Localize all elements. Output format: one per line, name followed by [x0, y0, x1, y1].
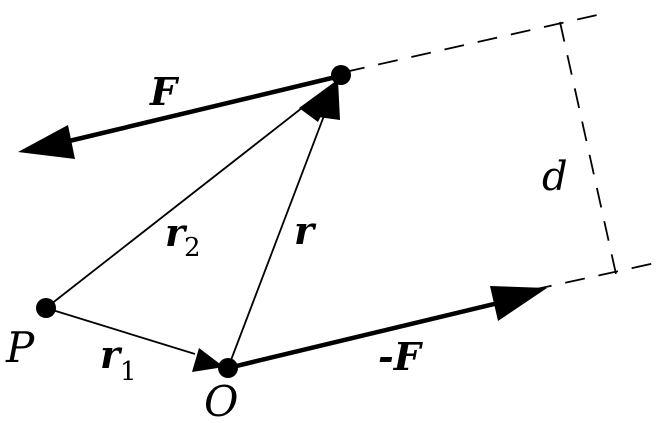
dashed-line-bottom	[531, 261, 661, 291]
label-point-o: O	[204, 377, 238, 423]
vector-r1-arrowhead	[192, 348, 224, 372]
label-distance: d	[542, 154, 568, 200]
force-top-arrowhead	[18, 125, 75, 159]
label-vector-r2: r 2	[165, 210, 201, 263]
label-vector-r1-sub: 1	[120, 357, 137, 387]
label-vector-r2-main: r	[165, 210, 188, 255]
force-bottom-arrowhead	[490, 286, 547, 321]
point-o-dot	[218, 358, 238, 378]
point-top-dot	[331, 65, 351, 85]
force-bottom-line	[227, 300, 499, 371]
label-vector-r: r	[294, 208, 317, 253]
point-p-dot	[36, 298, 56, 318]
label-vector-r1-main: r	[100, 332, 123, 377]
vector-r-line	[227, 99, 331, 369]
label-force-bottom: -F	[378, 334, 424, 379]
dashed-construction	[344, 12, 661, 291]
vector-r2-line	[45, 96, 317, 309]
dashed-line-distance	[559, 21, 617, 275]
label-point-p: P	[5, 323, 35, 372]
position-vectors	[45, 96, 331, 369]
label-force-top: F	[149, 69, 180, 114]
label-vector-r2-sub: 2	[184, 233, 201, 263]
label-vector-r1: r 1	[100, 332, 137, 387]
force-top-line	[64, 73, 341, 145]
dashed-line-top	[344, 12, 607, 73]
vector-r2-arrowhead	[299, 78, 340, 122]
vector-r-arrowhead	[318, 80, 340, 120]
vector-r1-line	[45, 307, 196, 355]
